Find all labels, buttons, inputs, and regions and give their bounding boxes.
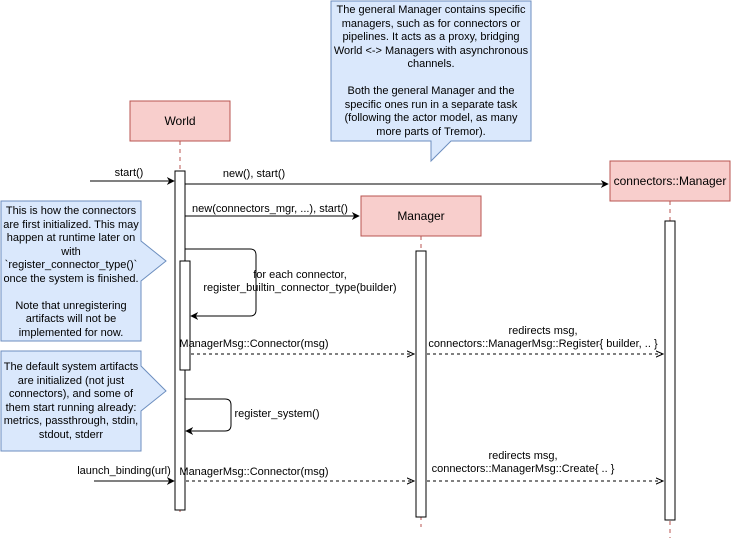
manager-activation (415, 250, 427, 518)
msg-start: start() (115, 167, 144, 179)
msg-for-each-line1: for each connector, (253, 269, 347, 281)
msg-manager-msg-connector-2: ManagerMsg::Connector(msg) (179, 466, 328, 478)
participant-manager-label: Manager (397, 209, 444, 223)
participant-manager[interactable]: Manager (360, 195, 482, 237)
connectors-manager-activation (664, 220, 676, 521)
participant-world[interactable]: World (129, 100, 231, 142)
participant-connectors-manager[interactable]: connectors::Manager (609, 160, 731, 202)
participant-world-label: World (164, 114, 195, 128)
world-nested-activation (179, 260, 191, 371)
note-connectors-init: This is how the connectors are first ini… (3, 205, 139, 339)
arrow-register-system (185, 398, 232, 435)
msg-redirects-register-line2: connectors::ManagerMsg::Register{ builde… (428, 338, 658, 350)
msg-launch-binding: launch_binding(url) (77, 465, 171, 477)
note-general-manager: The general Manager contains specific ma… (333, 4, 529, 138)
msg-redirects-create-line2: connectors::ManagerMsg::Create{ .. } (432, 463, 615, 475)
msg-new-start: new(), start() (223, 168, 285, 180)
note-system-artifacts: The default system artifacts are initial… (3, 361, 142, 441)
msg-redirects-create-line1: redirects msg, (488, 450, 557, 462)
msg-new-connectors-mgr: new(connectors_mgr, ...), start() (192, 203, 348, 215)
note-connectors-init-shape (0, 200, 167, 342)
msg-for-each-line2: register_builtin_connector_type(builder) (203, 282, 396, 294)
participant-connectors-manager-label: connectors::Manager (614, 174, 727, 188)
msg-manager-msg-connector-1: ManagerMsg::Connector(msg) (179, 338, 328, 350)
msg-redirects-register-line1: redirects msg, (508, 325, 577, 337)
msg-register-system: register_system() (235, 408, 320, 420)
arrow-for-each-connector (185, 248, 257, 320)
note-general-manager-shape (330, 0, 532, 163)
note-system-artifacts-shape (0, 350, 167, 452)
